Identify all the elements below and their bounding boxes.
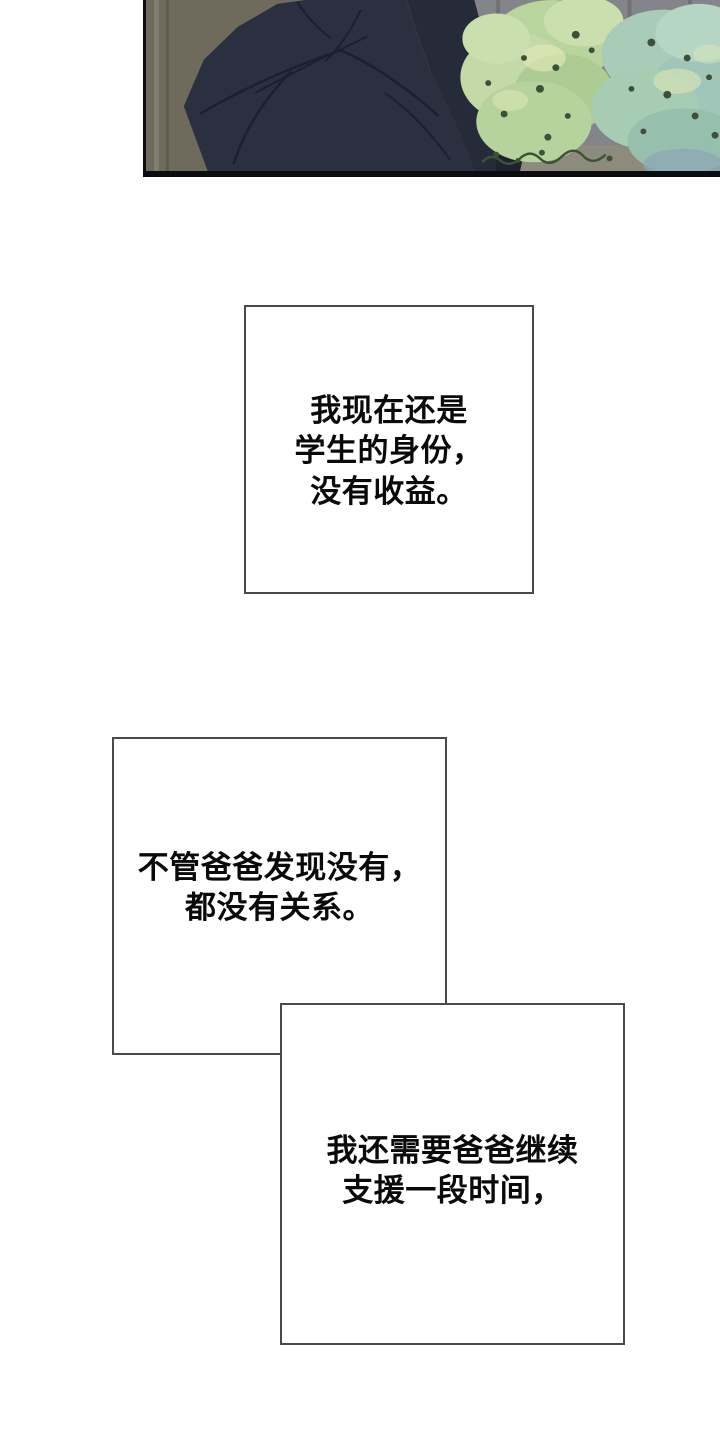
speech-bubble-2-lower-text: 我还需要爸爸继续 支援一段时间， (326, 1133, 579, 1210)
speech-bubble-2-lower: 我还需要爸爸继续 支援一段时间， (280, 1003, 625, 1345)
l-shape-seam-patch (282, 1005, 445, 1052)
comic-art-illustration (146, 0, 720, 171)
speech-bubble-2-upper-text: 不管爸爸发现没有， 都没有关系。 (137, 850, 422, 927)
speech-bubble-1: 我现在还是 学生的身份， 没有收益。 (244, 305, 534, 594)
speech-bubble-1-text: 我现在还是 学生的身份， 没有收益。 (294, 393, 484, 510)
speech-bubble-2-upper: 不管爸爸发现没有， 都没有关系。 (112, 737, 447, 1055)
comic-art-panel (143, 0, 720, 177)
